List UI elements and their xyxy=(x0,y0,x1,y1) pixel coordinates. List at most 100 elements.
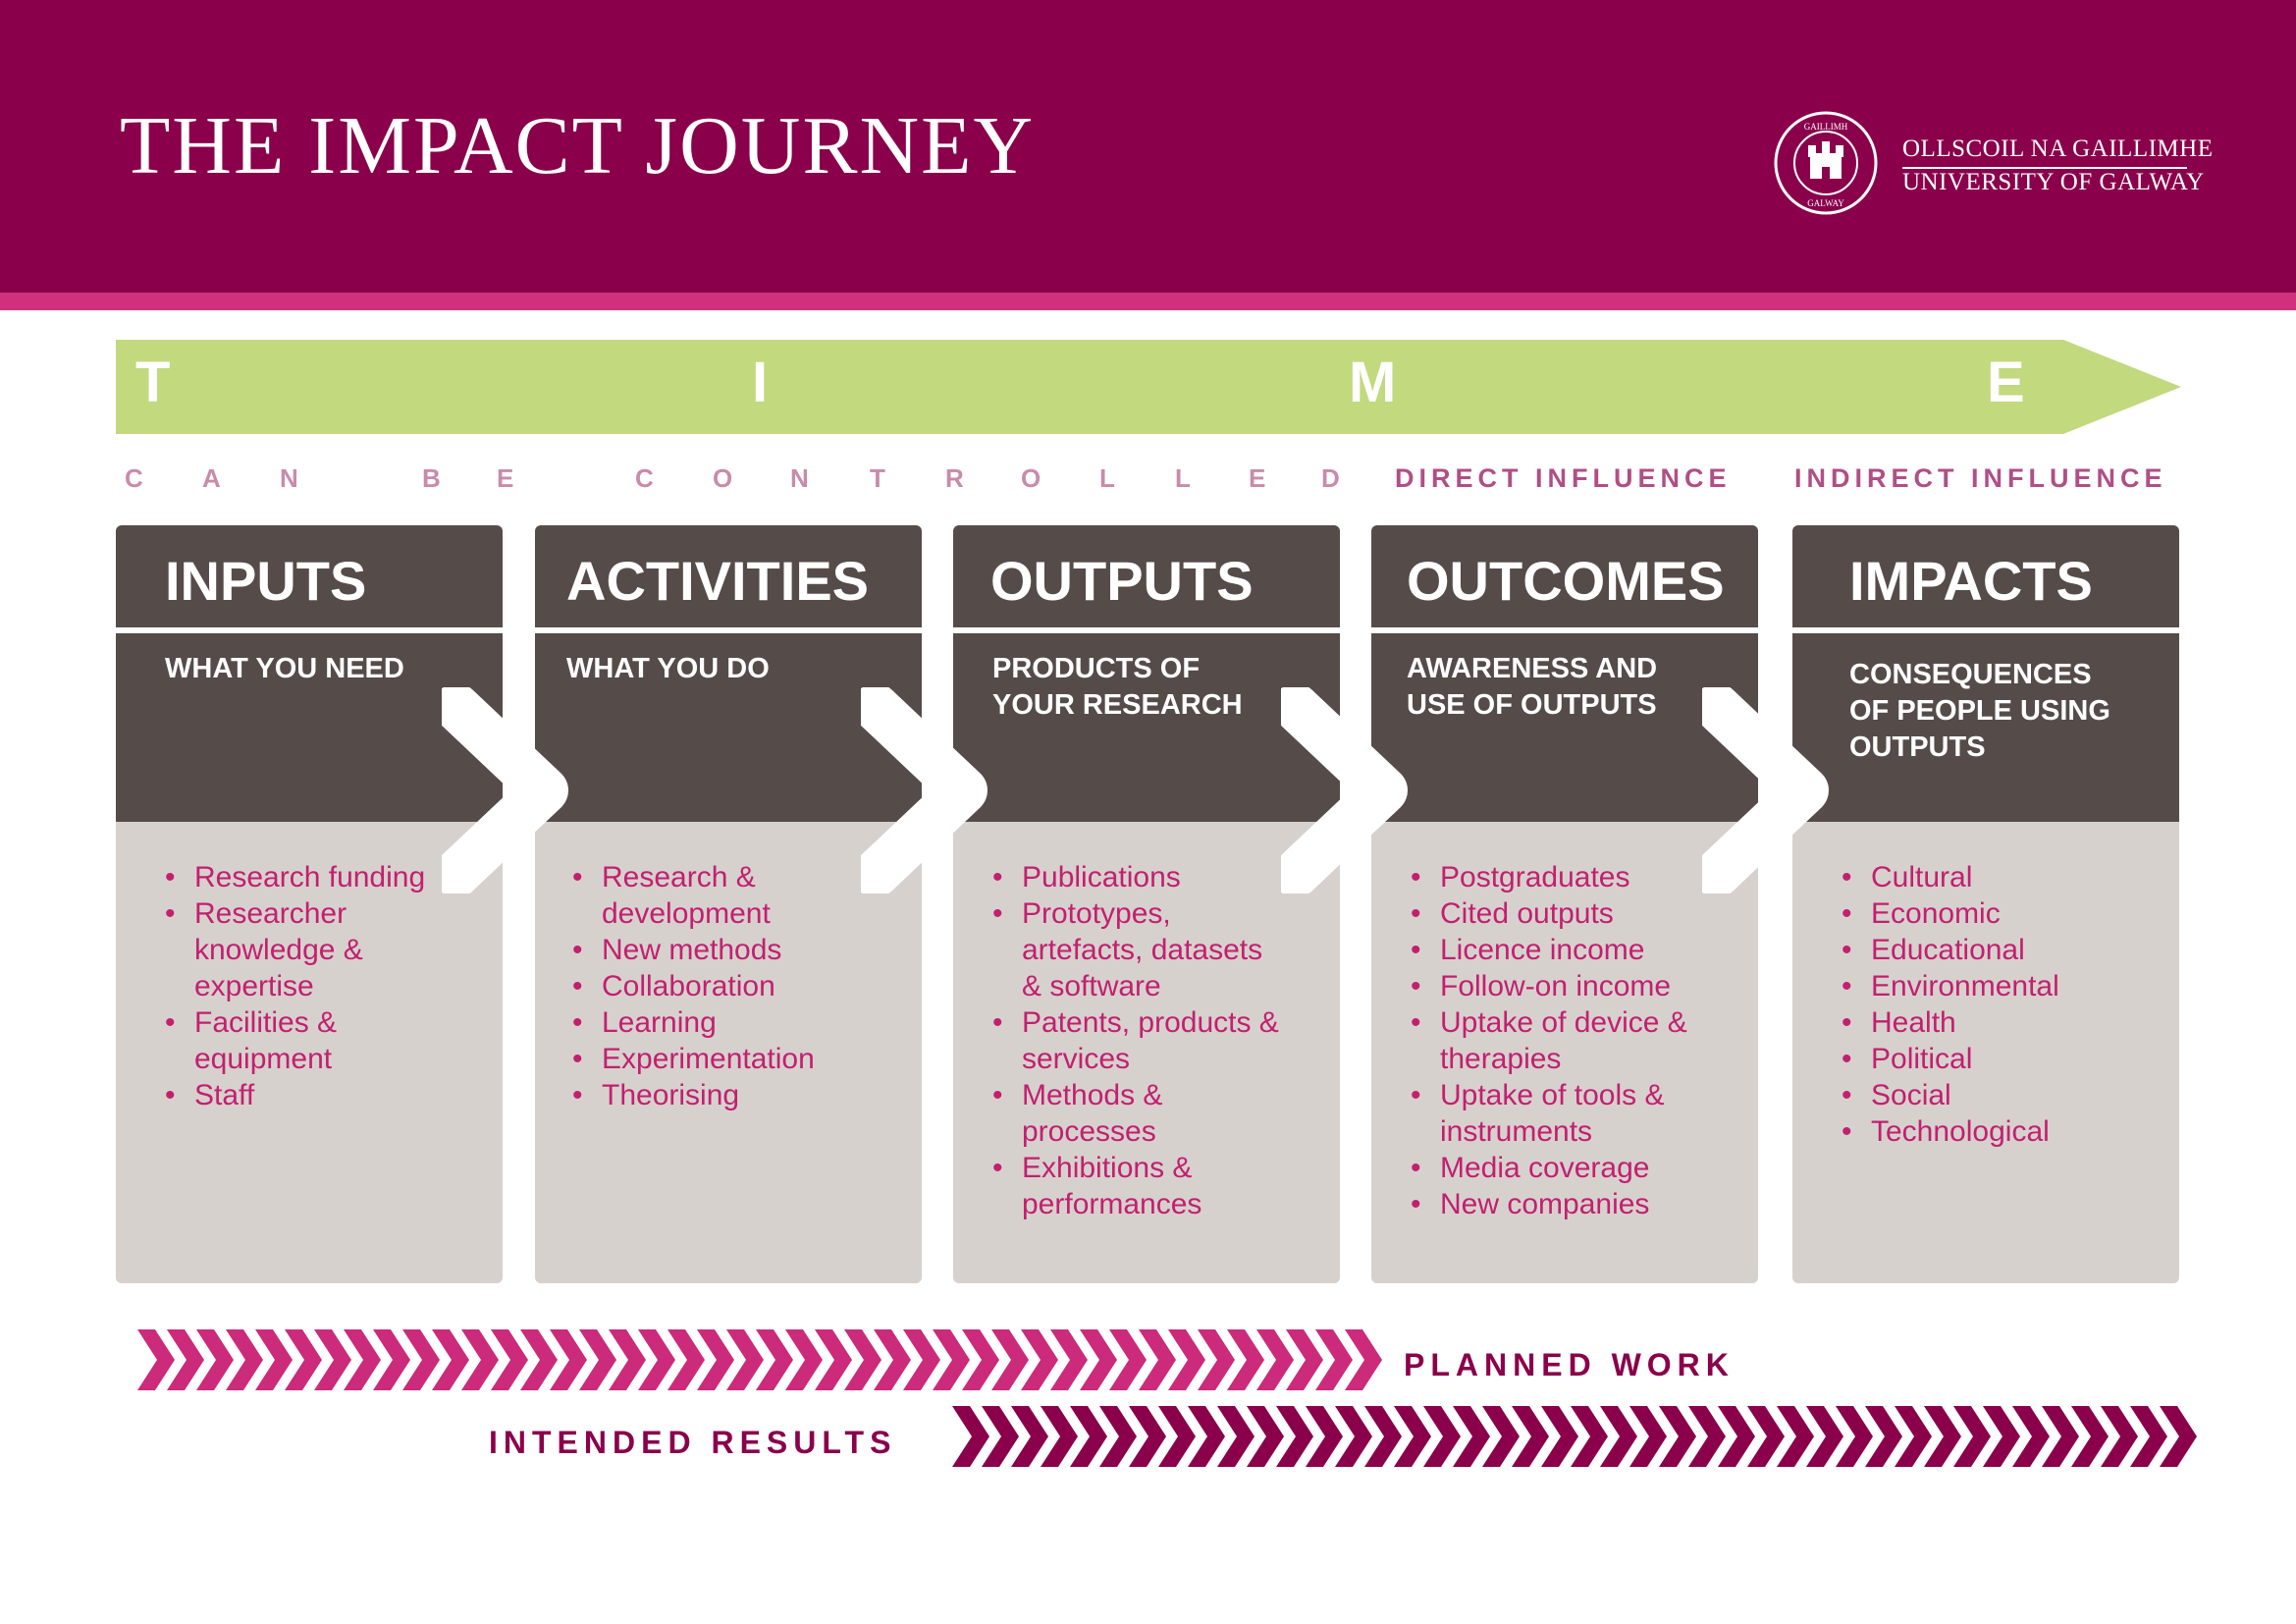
list-item: Technological xyxy=(1842,1113,2059,1150)
chevron-mark xyxy=(1364,1406,1402,1467)
column-outcomes: OUTCOMES AWARENESS AND USE OF OUTPUTS Po… xyxy=(1371,525,1758,1283)
chevron-mark xyxy=(2130,1406,2167,1467)
list-item: Methods &processes xyxy=(992,1077,1279,1150)
list-item: Licence income xyxy=(1411,932,1687,968)
column-items: Research &development New methods Collab… xyxy=(572,859,815,1113)
list-item: Prototypes,artefacts, datasets& software xyxy=(992,895,1279,1004)
list-item: Cited outputs xyxy=(1411,895,1687,932)
column-description: AWARENESS AND USE OF OUTPUTS xyxy=(1407,653,1658,721)
chevron-mark xyxy=(314,1329,351,1390)
chevron-mark xyxy=(874,1329,911,1390)
controlled-letter: E xyxy=(497,463,514,493)
chevron-mark xyxy=(609,1329,646,1390)
chevron-mark xyxy=(226,1329,263,1390)
chevron-mark xyxy=(491,1329,528,1390)
controlled-letter: C xyxy=(125,463,143,493)
intended-results-chevrons xyxy=(952,1406,2197,1467)
column-title: INPUTS xyxy=(165,550,367,612)
chevron-mark xyxy=(1924,1406,1961,1467)
chevron-right-icon xyxy=(861,687,988,893)
chevron-mark xyxy=(667,1329,705,1390)
chevron-mark xyxy=(1227,1329,1264,1390)
chevron-mark xyxy=(1306,1406,1343,1467)
list-item: Educational xyxy=(1842,932,2059,968)
chevron-mark xyxy=(1286,1329,1323,1390)
controlled-letter: C xyxy=(635,463,654,493)
chevron-mark xyxy=(1718,1406,1755,1467)
chevron-mark xyxy=(1659,1406,1696,1467)
chevron-mark xyxy=(952,1406,989,1467)
list-item: Cultural xyxy=(1842,859,2059,895)
list-item: Experimentation xyxy=(572,1041,815,1077)
logo-divider xyxy=(1902,167,2187,169)
chevron-mark xyxy=(844,1329,881,1390)
chevron-mark xyxy=(1256,1329,1294,1390)
chevron-mark xyxy=(756,1329,793,1390)
controlled-letter: N xyxy=(790,463,809,493)
column-impacts: IMPACTS CONSEQUENCES OF PEOPLE USING OUT… xyxy=(1792,525,2179,1283)
seal-text-bottom: GALWAY xyxy=(1807,198,1844,208)
chevron-mark xyxy=(196,1329,234,1390)
column-title: OUTPUTS xyxy=(990,550,1254,612)
chevron-mark xyxy=(1865,1406,1902,1467)
chevron-mark xyxy=(903,1329,940,1390)
column-items: Postgraduates Cited outputs Licence inco… xyxy=(1411,859,1687,1222)
controlled-letter: B xyxy=(422,463,441,493)
chevron-mark xyxy=(344,1329,381,1390)
chevron-mark xyxy=(1629,1406,1667,1467)
list-item: Media coverage xyxy=(1411,1150,1687,1186)
chevron-mark xyxy=(402,1329,440,1390)
seal-text-top: GAILLIMH xyxy=(1804,122,1848,132)
chevron-mark xyxy=(638,1329,675,1390)
list-item: Economic xyxy=(1842,895,2059,932)
column-items: Cultural Economic Educational Environmen… xyxy=(1842,859,2059,1150)
chevron-mark xyxy=(1139,1329,1176,1390)
chevron-mark xyxy=(1895,1406,1932,1467)
list-item: Patents, products &services xyxy=(992,1004,1279,1077)
chevron-mark xyxy=(255,1329,293,1390)
list-item: Uptake of tools &instruments xyxy=(1411,1077,1687,1150)
chevron-mark xyxy=(1050,1329,1088,1390)
chevron-mark xyxy=(1198,1329,1235,1390)
controlled-letter: N xyxy=(280,463,298,493)
chevron-mark xyxy=(1541,1406,1578,1467)
chevron-mark xyxy=(1021,1329,1058,1390)
logo-english-name: UNIVERSITY OF GALWAY xyxy=(1902,169,2205,195)
column-title: ACTIVITIES xyxy=(566,550,870,612)
chevron-mark xyxy=(461,1329,499,1390)
logo-irish-name: OLLSCOIL NA GAILLIMHE xyxy=(1902,135,2214,162)
chevron-mark xyxy=(1109,1329,1147,1390)
chevron-mark xyxy=(982,1406,1019,1467)
column-items: Publications Prototypes,artefacts, datas… xyxy=(992,859,1279,1222)
list-item: Health xyxy=(1842,1004,2059,1041)
chevron-mark xyxy=(1080,1329,1117,1390)
intended-results-label: INTENDED RESULTS xyxy=(489,1425,897,1460)
column-description: WHAT YOU NEED xyxy=(165,653,404,684)
column-title: IMPACTS xyxy=(1849,550,2093,612)
chevron-mark xyxy=(1070,1406,1107,1467)
chevron-right-icon xyxy=(1281,687,1408,893)
list-item: Collaboration xyxy=(572,968,815,1004)
chevron-mark xyxy=(933,1329,970,1390)
chevron-mark xyxy=(815,1329,852,1390)
list-item: New methods xyxy=(572,932,815,968)
chevron-mark xyxy=(1600,1406,1637,1467)
list-item: Theorising xyxy=(572,1077,815,1113)
list-item: Research funding xyxy=(165,859,425,895)
page-title: THE IMPACT JOURNEY xyxy=(120,100,1036,191)
chevron-mark xyxy=(550,1329,587,1390)
chevron-mark xyxy=(1777,1406,1814,1467)
chevron-mark xyxy=(579,1329,616,1390)
chevron-mark xyxy=(2042,1406,2079,1467)
chevron-mark xyxy=(1188,1406,1225,1467)
chevron-mark xyxy=(1315,1329,1353,1390)
chevron-mark xyxy=(1345,1329,1382,1390)
controlled-letter: R xyxy=(945,463,964,493)
chevron-mark xyxy=(2160,1406,2197,1467)
column-activities: ACTIVITIES WHAT YOU DO Research &develop… xyxy=(535,525,922,1283)
chevron-mark xyxy=(167,1329,204,1390)
chevron-mark xyxy=(373,1329,410,1390)
header-stripe xyxy=(0,293,2296,310)
chevron-mark xyxy=(1953,1406,1991,1467)
